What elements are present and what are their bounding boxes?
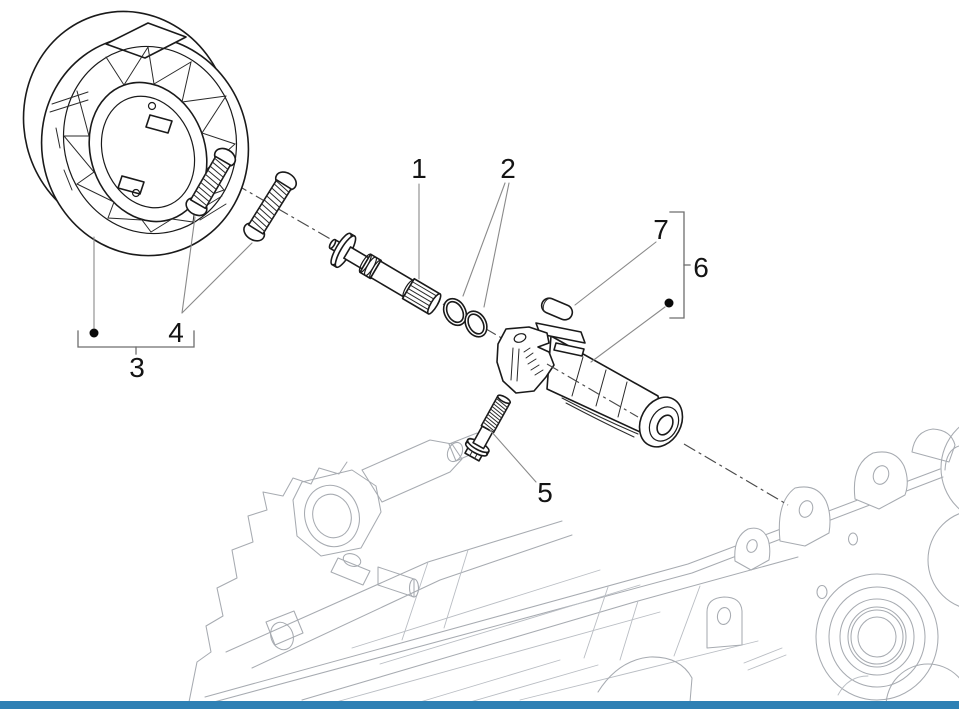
brake-camshaft (328, 232, 442, 315)
footer-accent-bar (0, 701, 959, 709)
callout-7: 7 (653, 214, 669, 245)
leader-2b (483, 182, 510, 308)
centerline (683, 443, 789, 506)
leader-5 (489, 429, 537, 483)
brake-shoe-assembly (22, 10, 250, 257)
callout-2: 2 (500, 153, 516, 184)
leader-6-dot (590, 306, 666, 363)
o-ring-inner (442, 297, 468, 327)
crankcase (188, 426, 959, 709)
leader-7 (574, 241, 657, 306)
callout-5: 5 (537, 477, 553, 508)
leader-2a (462, 182, 506, 297)
callout-6: 6 (693, 252, 709, 283)
callout-brackets (77, 211, 691, 355)
flange-bolt (464, 394, 512, 462)
shoe-anchor-upper (145, 114, 173, 134)
bullet-dot-3 (89, 328, 99, 338)
leader-lines (93, 182, 666, 483)
callout-1: 1 (411, 153, 427, 184)
lever-boss-hole (656, 414, 674, 436)
return-spring-left (185, 147, 237, 217)
leader-4b (181, 242, 253, 314)
callout-4: 4 (168, 317, 184, 348)
centerline (546, 363, 639, 418)
leader-4a (181, 216, 196, 314)
callout-3: 3 (129, 352, 145, 383)
brake-lever-arm (496, 322, 684, 448)
o-ring-outer (464, 310, 488, 338)
return-spring-right (243, 171, 298, 242)
bullet-dot-6 (664, 298, 674, 308)
lever-pin (540, 297, 574, 321)
